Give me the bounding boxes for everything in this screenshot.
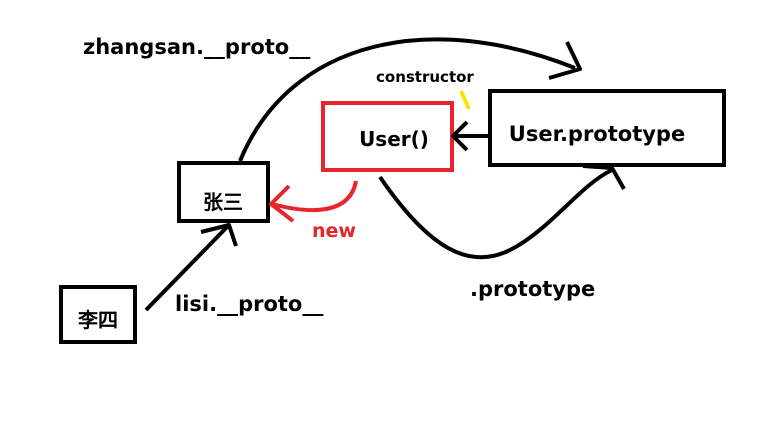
edge-lisi-proto-line: [144, 224, 230, 312]
edge-prototype-arrowhead: [582, 164, 626, 190]
node-zhangsan-box: [177, 161, 270, 223]
edge-lisi-proto-arrowhead: [200, 223, 238, 247]
constructor-yellow-tick: [459, 90, 471, 110]
node-zhangsan-label: 张三: [203, 190, 243, 214]
edge-new-curve: [271, 180, 358, 213]
edge-constructor-label: constructor: [376, 68, 474, 86]
edge-prototype-curve: [378, 168, 613, 260]
node-lisi-box: [59, 285, 137, 344]
edge-zhangsan-proto-arc: [238, 37, 576, 162]
edge-new-label: new: [312, 220, 356, 242]
edge-lisi-proto-label: lisi.__proto__: [175, 292, 324, 316]
edge-zhangsan-proto-label: zhangsan.__proto__: [83, 35, 311, 59]
edge-new-arrowhead: [269, 184, 295, 223]
node-user-prototype-box: [488, 89, 726, 167]
node-user-prototype-label: User.prototype: [509, 122, 685, 146]
edge-constructor-arrowhead: [451, 120, 469, 152]
node-user-label: User(): [359, 127, 429, 151]
node-lisi-label: 李四: [77, 308, 118, 332]
edge-prototype-label: .prototype: [470, 277, 595, 301]
edge-zhangsan-proto-arrowhead: [548, 41, 582, 80]
